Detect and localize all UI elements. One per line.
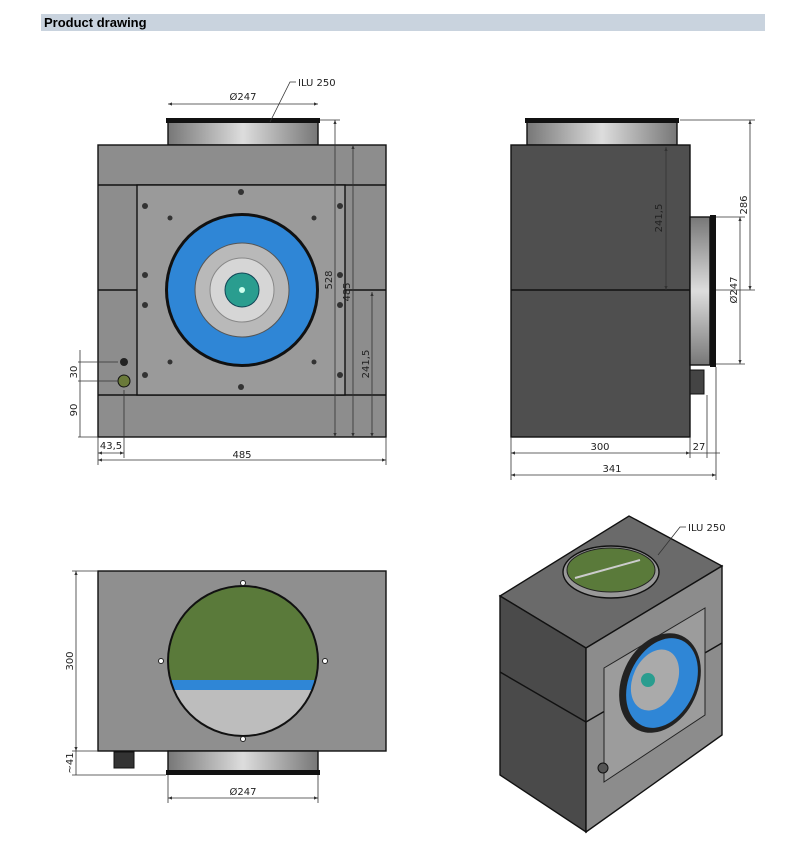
dim-bottom-duct-diameter: Ø247 [230, 786, 257, 798]
dim-width: 485 [232, 450, 251, 461]
dim-gland-protrusion: ~41 [65, 752, 76, 773]
front-view: Ø247 ILU 250 528 485 241,5 30 90 43,5 48… [69, 78, 387, 465]
section-title: Product drawing [44, 15, 147, 30]
dim-duct-diameter: Ø247 [230, 91, 257, 103]
side-view: 241,5 286 Ø247 300 27 341 [510, 118, 755, 480]
dim-gland-offset: 43,5 [100, 441, 122, 452]
dim-duct-protrusion: 27 [693, 442, 706, 453]
dim-bottom-depth: 300 [65, 651, 76, 670]
dim-depth-box: 300 [590, 442, 609, 453]
isometric-view: ILU 250 [498, 515, 726, 834]
section-header: Product drawing [41, 14, 765, 31]
dim-duct-center-height: 286 [739, 195, 750, 214]
dim-side-height-upper: 241,5 [654, 204, 665, 233]
dim-height-lower: 241,5 [361, 350, 372, 379]
dim-gland-height: 90 [69, 404, 80, 417]
dim-depth-total: 341 [602, 464, 621, 475]
dim-gland-spacing: 30 [69, 366, 80, 379]
bottom-view: 300 ~41 Ø247 [65, 570, 387, 803]
dim-side-duct-diameter: Ø247 [728, 277, 740, 304]
dim-height-box: 485 [342, 282, 353, 301]
iso-callout-ilu: ILU 250 [688, 523, 726, 534]
callout-ilu: ILU 250 [298, 78, 336, 89]
dim-height-total: 528 [324, 270, 335, 289]
